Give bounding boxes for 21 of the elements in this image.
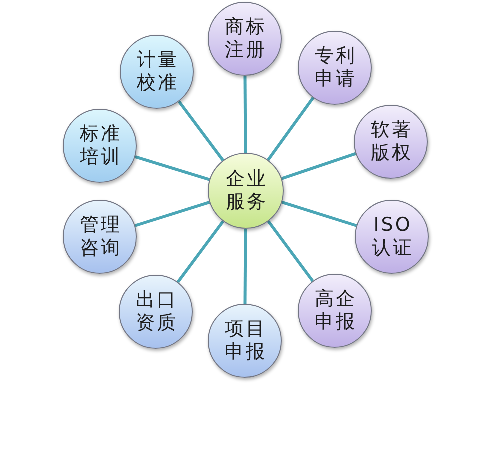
connector-line	[282, 200, 358, 228]
node-label: 管理咨询	[79, 214, 122, 260]
node-label: 企业服务	[225, 168, 268, 214]
node-label: 高企申报	[314, 288, 357, 334]
node-label: 出口资质	[135, 289, 178, 335]
connector-line	[267, 220, 314, 282]
connector-line	[178, 100, 224, 162]
node-label: 软著版权	[370, 119, 413, 165]
connector-line	[244, 228, 248, 304]
connector-line	[134, 155, 210, 182]
node-label: 专利申请	[314, 45, 357, 91]
node-label: 商标注册	[224, 16, 267, 62]
connector-line	[282, 152, 356, 180]
node-label: 计量校准	[136, 49, 179, 95]
connector-line	[267, 97, 315, 162]
node-label: 项目申报	[224, 318, 267, 364]
connector-line	[244, 76, 248, 154]
connector-line	[176, 220, 225, 284]
node-label: ISO认证	[371, 214, 414, 260]
node-label: 标准培训	[79, 123, 122, 169]
connector-line	[134, 200, 210, 228]
